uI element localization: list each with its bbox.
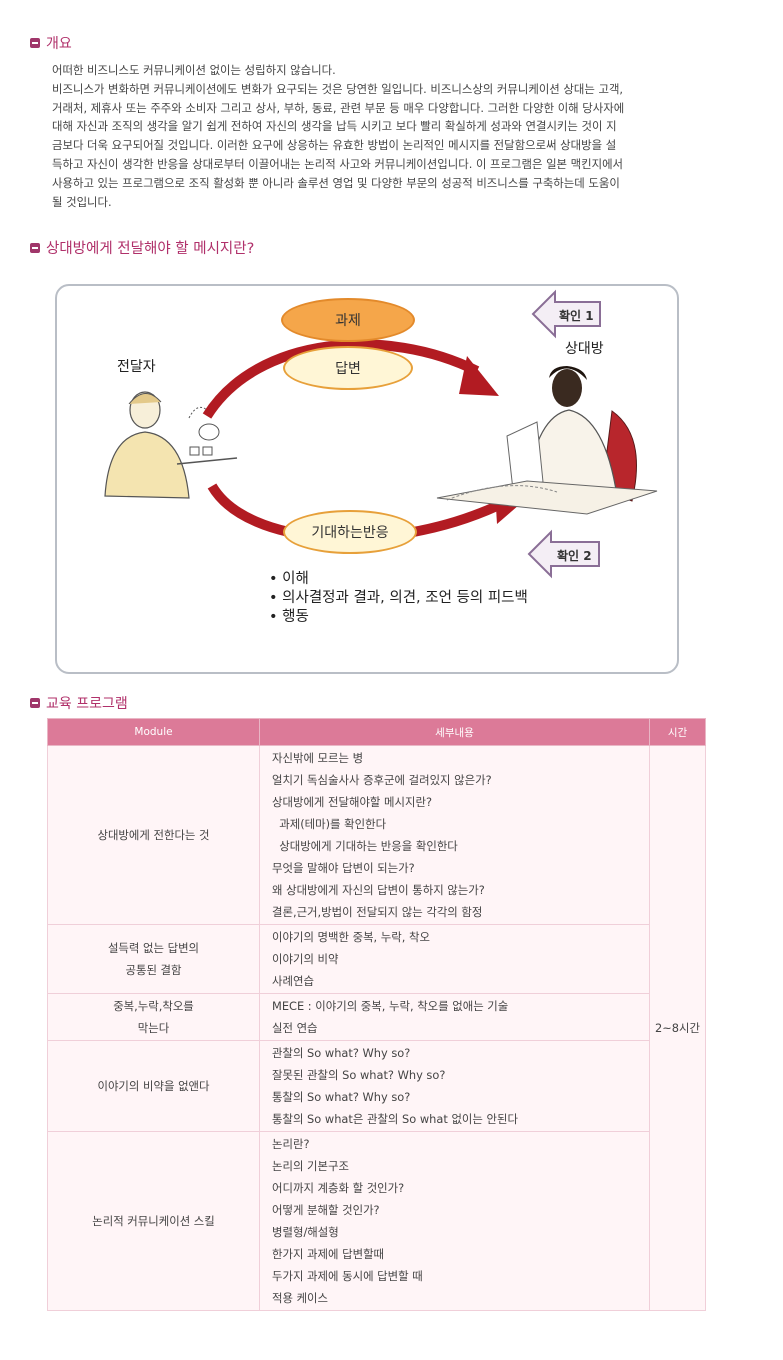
header-details: 세부내용 [259,718,650,746]
table-header-row: Module 세부내용 시간 [47,718,706,746]
section-bullet-icon [30,698,40,708]
receiver-label: 상대방 [565,341,604,357]
receiver-figure-icon [436,366,658,515]
detail-item: 결론,근거,방법이 전달되지 않는 각각의 함정 [272,905,483,919]
sender-figure-icon [104,391,238,499]
module-name: 논리적 커뮤니케이션 스킬 [92,1214,215,1228]
module-cell: 설득력 없는 답변의 공통된 결함 [47,924,260,994]
reaction-item: • 행동 [269,609,309,625]
module-name: 막는다 [137,1021,170,1035]
detail-item: 적용 케이스 [272,1291,329,1305]
check1-label: 확인 1 [559,309,594,323]
table-row: 중복,누락,착오를 막는다 MECE : 이야기의 중복, 누락, 착오를 없애… [47,993,706,1041]
table-row: 상대방에게 전한다는 것 자신밖에 모르는 병 얼치기 독심술사사 증후군에 걸… [47,745,706,1311]
overview-line: 금보다 더욱 요구되어질 것입니다. 이러한 요구에 상응하는 유효한 방법이 … [52,138,617,153]
detail-item: 상대방에게 기대하는 반응을 확인한다 [272,839,458,853]
check1-arrow-icon [531,289,601,339]
detail-item: 어디까지 계층화 할 것인가? [272,1181,405,1195]
header-time: 시간 [649,718,706,746]
detail-item: 어떻게 분해할 것인가? [272,1203,380,1217]
detail-item: MECE : 이야기의 중복, 누락, 착오를 없애는 기술 [272,999,509,1013]
overview-line: 비즈니스가 변화하면 커뮤니케이션에도 변화가 요구되는 것은 당연한 일입니다… [52,81,624,96]
detail-item: 관찰의 So what? Why so? [272,1046,411,1060]
module-cell: 상대방에게 전한다는 것 [47,745,260,925]
table-row: 이야기의 비약을 없앤다 관찰의 So what? Why so? 잘못된 관찰… [47,1040,706,1132]
answer-oval: 답변 [283,346,413,390]
program-table: Module 세부내용 시간 상대방에게 전한다는 것 자신밖에 모르는 병 얼… [47,718,706,1311]
detail-item: 한가지 과제에 답변할때 [272,1247,385,1261]
module-name: 공통된 결함 [125,963,182,977]
module-cell: 이야기의 비약을 없앤다 [47,1040,260,1132]
module-name: 중복,누락,착오를 [113,999,194,1013]
time-cell: 2~8시간 [649,745,706,1311]
message-diagram: 전달자 상대방 과제 답변 기대하는반응 확인 1 확인 2 • 이해 • 의사… [55,284,679,674]
module-name: 상대방에게 전한다는 것 [97,828,210,842]
detail-item: 실전 연습 [272,1021,318,1035]
detail-item: 자신밖에 모르는 병 [272,751,364,765]
detail-cell: 자신밖에 모르는 병 얼치기 독심술사사 증후군에 걸려있지 않은가? 상대방에… [259,745,650,925]
detail-item: 통찰의 So what은 관찰의 So what 없이는 안된다 [272,1112,518,1126]
detail-cell: 이야기의 명백한 중복, 누락, 착오 이야기의 비약 사례연습 [259,924,650,994]
detail-item: 잘못된 관찰의 So what? Why so? [272,1068,446,1082]
check2-label: 확인 2 [557,549,592,563]
overview-line: 어떠한 비즈니스도 커뮤니케이션 없이는 성립하지 않습니다. [52,63,336,77]
reaction-list: • 이해 • 의사결정과 결과, 의견, 조언 등의 피드백 • 행동 [269,570,528,627]
module-name: 설득력 없는 답변의 [107,941,200,955]
sender-label: 전달자 [117,359,156,375]
module-cell: 논리적 커뮤니케이션 스킬 [47,1131,260,1311]
section-bullet-icon [30,242,40,253]
section-bullet-icon [30,38,40,48]
overview-line: 사용하고 있는 프로그램으로 조직 활성화 뿐 아니라 솔루션 영업 및 다양한… [52,175,620,190]
diagram-title: 상대방에게 전달해야 할 메시지란? [46,241,255,257]
overview-line: 거래처, 제휴사 또는 주주와 소비자 그리고 상사, 부하, 동료, 관련 부… [52,100,625,115]
detail-item: 두가지 과제에 동시에 답변할 때 [272,1269,423,1283]
detail-item: 과제(테마)를 확인한다 [272,817,387,831]
task-oval: 과제 [281,298,415,342]
overview-line: 될 것입니다. [52,194,112,209]
detail-item: 이야기의 비약 [272,952,339,966]
detail-cell: 관찰의 So what? Why so? 잘못된 관찰의 So what? Wh… [259,1040,650,1132]
overview-heading: 개요 [30,33,72,53]
detail-item: 얼치기 독심술사사 증후군에 걸려있지 않은가? [272,773,492,787]
detail-item: 상대방에게 전달해야할 메시지란? [272,795,432,809]
overview-line: 득하고 자신이 생각한 반응을 상대로부터 이끌어내는 논리적 사고와 커뮤니케… [52,156,624,171]
module-name: 이야기의 비약을 없앤다 [97,1079,210,1093]
detail-item: 사례연습 [272,974,314,988]
detail-item: 통찰의 So what? Why so? [272,1090,411,1104]
table-row: 설득력 없는 답변의 공통된 결함 이야기의 명백한 중복, 누락, 착오 이야… [47,924,706,994]
detail-item: 왜 상대방에게 자신의 답변이 통하지 않는가? [272,883,485,897]
header-module: Module [47,718,260,746]
overview-line: 대해 자신과 조직의 생각을 알기 쉽게 전하여 자신의 생각을 납득 시키고 … [52,119,617,134]
detail-item: 이야기의 명백한 중복, 누락, 착오 [272,930,430,944]
overview-title: 개요 [46,36,72,52]
detail-cell: 논리란? 논리의 기본구조 어디까지 계층화 할 것인가? 어떻게 분해할 것인… [259,1131,650,1311]
detail-item: 무엇을 말해야 답변이 되는가? [272,861,415,875]
detail-cell: MECE : 이야기의 중복, 누락, 착오를 없애는 기술 실전 연습 [259,993,650,1041]
diagram-heading: 상대방에게 전달해야 할 메시지란? [30,237,254,258]
detail-item: 병렬형/해설형 [272,1225,339,1239]
reaction-item: • 의사결정과 결과, 의견, 조언 등의 피드백 [269,590,528,606]
detail-item: 논리란? [272,1137,310,1151]
reaction-item: • 이해 [269,571,309,587]
reaction-oval: 기대하는반응 [283,510,417,554]
diagram-graphics [104,289,658,579]
module-cell: 중복,누락,착오를 막는다 [47,993,260,1041]
overview-text: 어떠한 비즈니스도 커뮤니케이션 없이는 성립하지 않습니다. 비즈니스가 변화… [52,61,712,211]
program-heading: 교육 프로그램 [30,693,128,713]
program-title: 교육 프로그램 [46,696,128,712]
table-row: 논리적 커뮤니케이션 스킬 논리란? 논리의 기본구조 어디까지 계층화 할 것… [47,1131,706,1311]
check2-arrow-icon [527,529,600,579]
detail-item: 논리의 기본구조 [272,1159,349,1173]
top-arrowhead [459,356,499,396]
